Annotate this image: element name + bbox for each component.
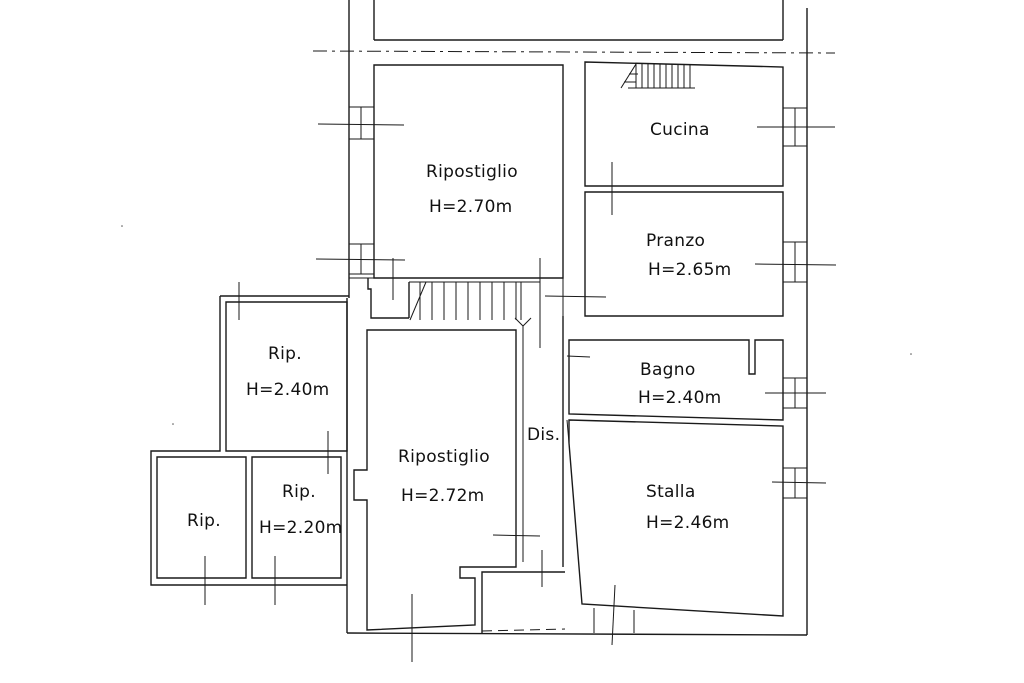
label-rip-upper-left: Rip. xyxy=(268,344,302,364)
label-rip-small-mid: Rip. xyxy=(282,482,316,502)
room-rip-small-mid xyxy=(251,456,342,605)
label-stalla: Stalla xyxy=(646,482,696,502)
room-cucina xyxy=(584,61,784,187)
room-stalla xyxy=(566,419,784,646)
label-pranzo: Pranzo xyxy=(646,231,705,251)
speck-1 xyxy=(121,225,123,227)
label-rip-small-left: Rip. xyxy=(187,511,221,531)
label-ripostiglio-top: Ripostiglio xyxy=(426,162,518,182)
window-pranzo xyxy=(754,241,837,283)
label-cucina: Cucina xyxy=(650,120,710,140)
label-rip-small-mid-height: H=2.20m xyxy=(259,518,343,538)
room-pranzo xyxy=(584,191,784,317)
room-dis xyxy=(481,316,566,633)
speck-2 xyxy=(172,423,174,425)
room-bagno xyxy=(566,339,784,421)
top-section xyxy=(312,0,836,54)
label-stalla-height: H=2.46m xyxy=(646,513,730,533)
property-boundary-line xyxy=(312,50,836,54)
room-ripostiglio-center xyxy=(353,329,541,662)
label-bagno-height: H=2.40m xyxy=(638,388,722,408)
window-bagno xyxy=(765,377,826,409)
label-ripostiglio-center-height: H=2.72m xyxy=(401,486,485,506)
label-ripostiglio-top-height: H=2.70m xyxy=(429,197,513,217)
window-ripostiglio-top xyxy=(315,106,406,275)
room-rip-upper-left xyxy=(225,282,348,474)
window-stalla xyxy=(771,467,827,499)
window-cucina xyxy=(598,107,835,215)
label-ripostiglio-center: Ripostiglio xyxy=(398,447,490,467)
label-dis: Dis. xyxy=(527,425,560,445)
speck-3 xyxy=(910,353,912,355)
label-rip-upper-left-height: H=2.40m xyxy=(246,380,330,400)
stair-hall xyxy=(349,258,607,562)
label-pranzo-height: H=2.65m xyxy=(648,260,732,280)
room-rip-small-left xyxy=(156,456,247,605)
label-bagno: Bagno xyxy=(640,360,696,380)
